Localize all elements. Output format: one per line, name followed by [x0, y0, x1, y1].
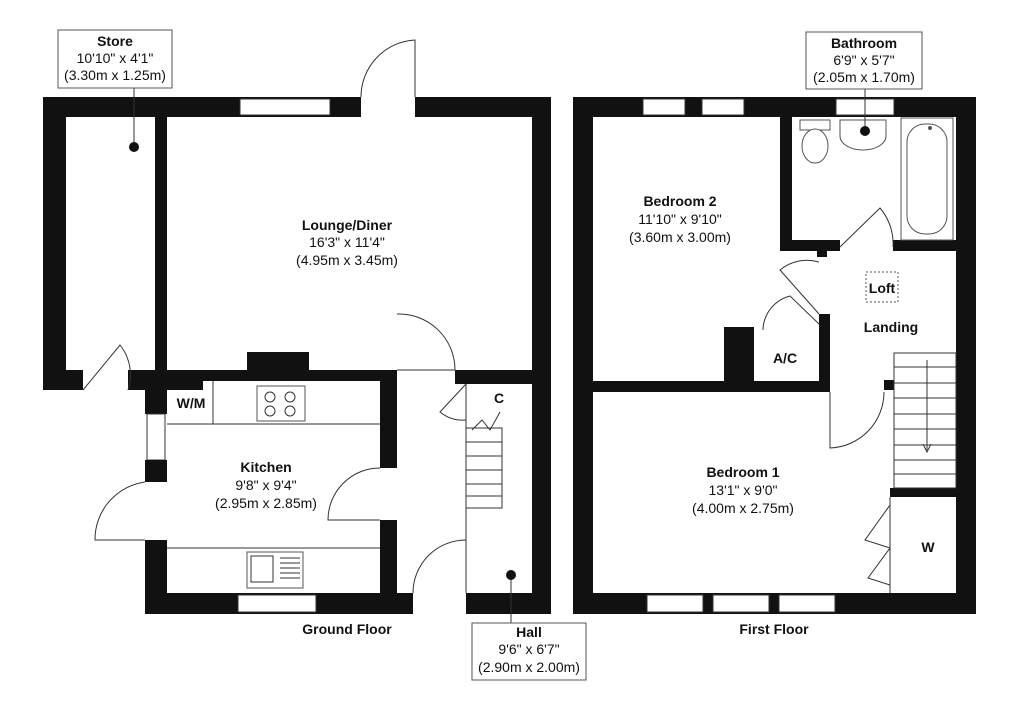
- kitchen-external-door: [94, 481, 146, 541]
- hall-metric: (2.90m x 2.00m): [478, 659, 580, 675]
- lounge-hall-door: [396, 313, 456, 371]
- first-floor-plan: [573, 89, 976, 614]
- lounge-hall-wall: [455, 370, 535, 384]
- kitchen-hall-door: [327, 467, 381, 521]
- store-label-box: [57, 29, 173, 89]
- landing-post: [884, 380, 894, 390]
- lounge-name: Lounge/Diner: [302, 217, 393, 233]
- lounge-metric: (4.95m x 3.45m): [296, 252, 398, 268]
- bedroom1-imperial: 13'1" x 9'0": [709, 482, 778, 498]
- wardrobe-label: W: [921, 539, 935, 555]
- bedroom-divider-wall: [593, 381, 830, 392]
- bathroom-bottom-wall-left: [780, 240, 840, 251]
- bath-icon: [900, 117, 954, 241]
- store-name: Store: [97, 33, 133, 49]
- kitchen-side-window: [146, 413, 166, 461]
- bedroom2-metric: (3.60m x 3.00m): [629, 229, 731, 245]
- store-lounge-wall: [155, 97, 167, 390]
- lounge-window: [239, 98, 331, 116]
- wm-label: W/M: [177, 395, 206, 411]
- bedroom1-metric: (4.00m x 2.75m): [692, 500, 794, 516]
- hall-bottom-wall: [466, 593, 551, 614]
- bathroom-label-box: [805, 31, 923, 90]
- lounge-imperial: 16'3" x 11'4": [309, 234, 385, 250]
- bedroom1-name: Bedroom 1: [706, 464, 779, 480]
- bedroom1-window-mid: [712, 594, 770, 613]
- first-floor-label: First Floor: [739, 621, 809, 637]
- ground-floor-plan: [43, 39, 551, 623]
- cupboard-door: [439, 383, 467, 421]
- loft-label: Loft: [869, 280, 896, 296]
- first-top-wall: [573, 97, 976, 117]
- bedroom2-window-left: [642, 98, 686, 116]
- bedroom1-window-right: [778, 594, 836, 613]
- ground-right-wall: [532, 97, 551, 614]
- store-marker: [129, 142, 139, 152]
- chimney-breast: [247, 352, 309, 372]
- hall-name: Hall: [516, 624, 542, 640]
- store-metric: (3.30m x 1.25m): [64, 67, 166, 83]
- bedroom2-name: Bedroom 2: [643, 193, 716, 209]
- toilet-icon: [799, 119, 831, 164]
- bathroom-metric: (2.05m x 1.70m): [813, 69, 915, 85]
- store-bottom-wall: [43, 370, 83, 390]
- landing-label: Landing: [864, 319, 918, 335]
- hall-label-box: [471, 622, 587, 681]
- ac-door: [762, 295, 820, 331]
- cupboard-label: C: [494, 390, 504, 406]
- bathroom-imperial: 6'9" x 5'7": [833, 52, 894, 68]
- hob-icon: [256, 385, 306, 422]
- kitchen-left-wall-mid: [145, 460, 167, 482]
- bathroom-left-wall: [780, 117, 792, 247]
- bedroom1-window-left: [646, 594, 704, 613]
- ac-left-wall: [724, 327, 754, 385]
- first-right-wall: [956, 97, 976, 614]
- loft-hatch: [865, 271, 899, 303]
- first-stairs: [893, 352, 957, 489]
- sink-icon: [246, 551, 304, 589]
- landing-left-wall: [819, 314, 830, 386]
- first-left-wall: [573, 97, 593, 614]
- ground-stairs: [465, 411, 503, 509]
- lounge-external-door: [360, 39, 416, 98]
- landing-stub: [817, 247, 827, 257]
- bathroom-name: Bathroom: [831, 35, 897, 51]
- ac-label: A/C: [773, 350, 797, 366]
- store-imperial: 10'10" x 4'1": [77, 50, 154, 66]
- kitchen-hall-wall-bottom: [380, 520, 397, 614]
- store-door: [82, 344, 131, 391]
- kitchen-window: [237, 594, 317, 613]
- kitchen-left-wall-top: [145, 370, 167, 414]
- lounge-kitchen-wall: [155, 370, 397, 381]
- bedroom2-window-right: [701, 98, 745, 116]
- bedroom2-imperial: 11'10" x 9'10": [638, 211, 722, 227]
- kitchen-name: Kitchen: [240, 459, 291, 475]
- bedroom1-door: [829, 391, 885, 449]
- bathroom-marker: [860, 126, 870, 136]
- kitchen-hall-wall-top: [380, 370, 397, 468]
- store-left-wall: [43, 97, 66, 390]
- ground-floor-label: Ground Floor: [302, 621, 392, 637]
- wardrobe-doors: [864, 504, 891, 586]
- bathroom-door: [839, 207, 894, 248]
- hall-marker: [506, 570, 516, 580]
- hall-imperial: 9'6" x 6'7": [498, 641, 559, 657]
- kitchen-metric: (2.95m x 2.85m): [215, 495, 317, 511]
- kitchen-imperial: 9'8" x 9'4": [235, 477, 296, 493]
- first-bottom-wall: [573, 593, 976, 614]
- bedroom2-door: [779, 259, 820, 315]
- front-door: [412, 539, 467, 594]
- wardrobe-top-wall: [890, 488, 956, 497]
- bathroom-bottom-wall-right: [893, 240, 956, 251]
- ground-top-wall-right: [415, 97, 551, 117]
